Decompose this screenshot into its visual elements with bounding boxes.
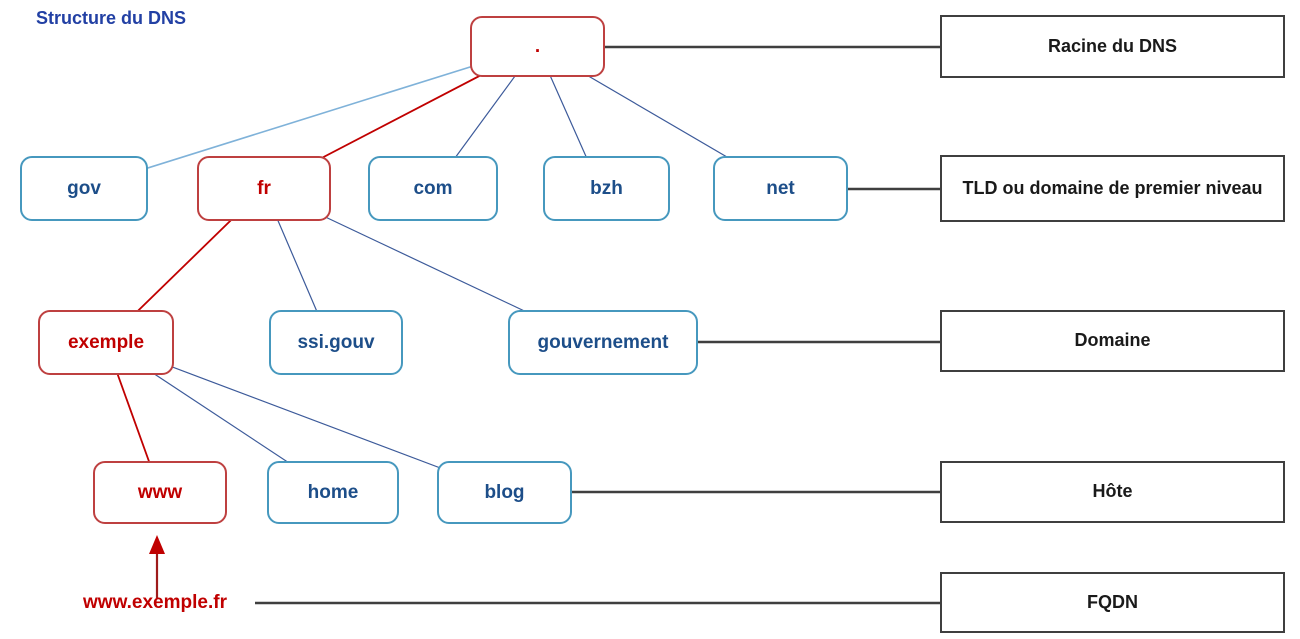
node-ssi-gouv: ssi.gouv	[269, 310, 403, 375]
node-gov: gov	[20, 156, 148, 221]
node-blog: blog	[437, 461, 572, 524]
node-root-dot: .	[470, 16, 605, 77]
fqdn-arrow-head	[149, 535, 165, 554]
fqdn-text: www.exemple.fr	[83, 592, 227, 613]
node-home: home	[267, 461, 399, 524]
side-label-racine-du-dns: Racine du DNS	[940, 15, 1285, 78]
node-net: net	[713, 156, 848, 221]
node-bzh: bzh	[543, 156, 670, 221]
diagram-title: Structure du DNS	[36, 8, 187, 28]
edge-root-gov	[83, 45, 538, 189]
node-fr: fr	[197, 156, 331, 221]
node-www: www	[93, 461, 227, 524]
side-label-hote: Hôte	[940, 461, 1285, 523]
side-label-domaine: Domaine	[940, 310, 1285, 372]
node-com: com	[368, 156, 498, 221]
node-gouvernement: gouvernement	[508, 310, 698, 375]
side-label-tld: TLD ou domaine de premier niveau	[940, 155, 1285, 222]
node-exemple: exemple	[38, 310, 174, 375]
side-label-fqdn: FQDN	[940, 572, 1285, 633]
